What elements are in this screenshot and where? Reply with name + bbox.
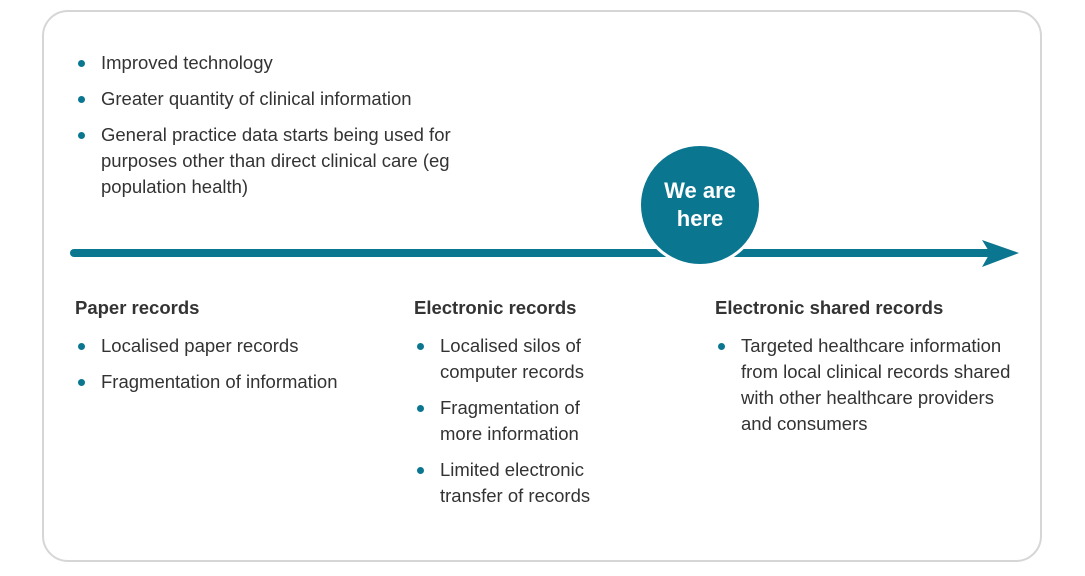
list-item: Limited electronic transfer of records (414, 457, 609, 509)
list-item: Greater quantity of clinical information (75, 86, 475, 112)
list-item: Localised silos of computer records (414, 333, 609, 385)
diagram-frame (42, 10, 1042, 562)
bullet-text: Localised silos of computer records (440, 335, 584, 382)
top-bullet-list: Improved technology Greater quantity of … (75, 50, 475, 210)
stage-title: Paper records (75, 297, 200, 318)
bullet-icon (78, 343, 85, 350)
bullet-text: Limited electronic transfer of records (440, 459, 591, 506)
bullet-icon (78, 60, 85, 67)
bullet-icon (417, 405, 424, 412)
bullet-icon (78, 132, 85, 139)
bullet-icon (78, 96, 85, 103)
bullet-text: Improved technology (101, 52, 273, 73)
list-item: Fragmentation of more information (414, 395, 609, 447)
marker-label: here (676, 206, 724, 231)
we-are-here-marker: We are here (638, 143, 762, 267)
stage-title: Electronic shared records (715, 297, 944, 318)
list-item: Targeted healthcare information from loc… (715, 333, 1015, 437)
bullet-icon (718, 343, 725, 350)
bullet-text: Greater quantity of clinical information (101, 88, 412, 109)
stage-bullets: Localised silos of computer records Frag… (414, 333, 609, 519)
bullet-text: Fragmentation of information (101, 371, 338, 392)
bullet-text: Targeted healthcare information from loc… (741, 335, 1011, 434)
bullet-icon (78, 379, 85, 386)
bullet-text: Fragmentation of more information (440, 397, 580, 444)
list-item: Fragmentation of information (75, 369, 375, 395)
list-item: General practice data starts being used … (75, 122, 481, 200)
bullet-icon (417, 343, 424, 350)
list-item: Improved technology (75, 50, 475, 76)
marker-label: We are (664, 178, 736, 203)
bullet-icon (417, 467, 424, 474)
stage-title: Electronic records (414, 297, 577, 318)
list-item: Localised paper records (75, 333, 375, 359)
bullet-text: Localised paper records (101, 335, 299, 356)
stage-bullets: Targeted healthcare information from loc… (715, 333, 1015, 447)
stage-bullets: Localised paper records Fragmentation of… (75, 333, 375, 405)
bullet-text: General practice data starts being used … (101, 124, 451, 197)
